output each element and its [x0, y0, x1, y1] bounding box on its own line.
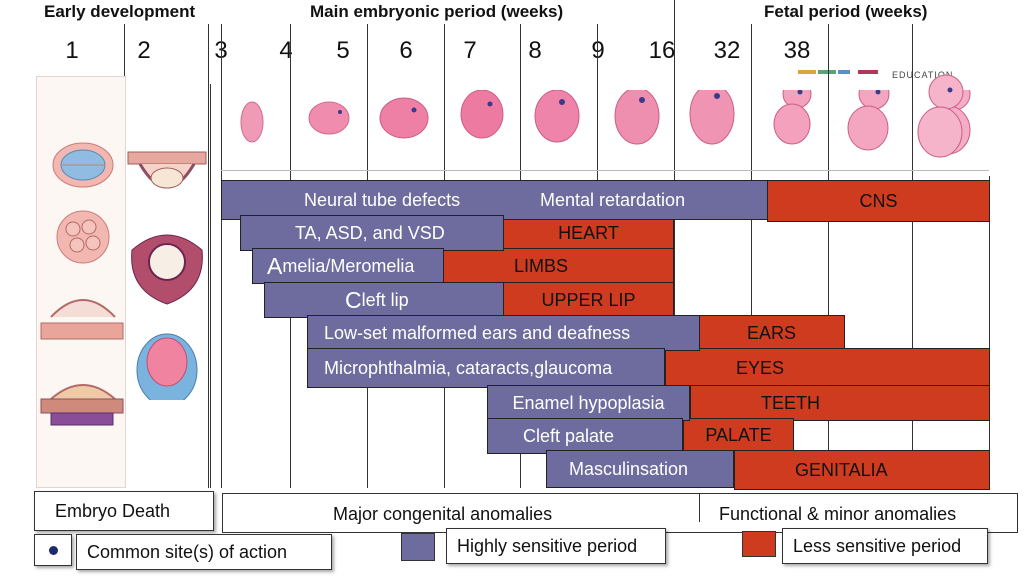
less-sensitive-bar-ears: EARS — [698, 315, 845, 351]
embryo-week-4 — [308, 101, 350, 135]
grid-line-week-32 — [828, 24, 829, 488]
legend-less-sensitive-swatch — [742, 531, 776, 557]
legend-highly-sensitive-swatch — [401, 533, 435, 561]
fetus-week-32 — [847, 90, 890, 151]
header-main-embryonic-period: Main embryonic period (weeks) — [310, 2, 564, 21]
highly-sensitive-bar-teeth: Enamel hypoplasia — [487, 385, 690, 421]
week-label-9: 9 — [591, 37, 605, 64]
embryo-week-7 — [534, 90, 580, 143]
legend-highly-sensitive-label: Highly sensitive period — [446, 528, 666, 564]
grid-line-week-16 — [751, 24, 752, 488]
header-fetal-period: Fetal period (weeks) — [764, 2, 928, 21]
limbs-label-rest: melia/Meromelia — [282, 255, 415, 276]
grid-line-early-divider-2 — [210, 84, 211, 488]
week-label-4: 4 — [279, 37, 293, 64]
embryo-week-6 — [460, 90, 504, 139]
highly-sensitive-bar-ears: Low-set malformed ears and deafness — [307, 315, 700, 351]
early-column-2-panel — [126, 140, 208, 407]
highly-sensitive-bar-palate: Cleft palate — [487, 418, 683, 454]
grid-line-horizontal — [221, 170, 989, 171]
less-sensitive-bar-upper-lip: UPPER LIP — [503, 282, 674, 318]
outcome-divider — [699, 494, 700, 522]
embryo-week-9 — [689, 90, 735, 145]
highly-sensitive-bar-genitalia: Masculinsation — [546, 450, 734, 488]
less-sensitive-bar-limbs: LIMBS — [443, 248, 674, 284]
functional-anomalies-label: Functional & minor anomalies — [719, 504, 957, 524]
week-label-16: 16 — [648, 37, 676, 64]
highly-sensitive-bar-cns: Neural tube defects Mental retardation — [221, 180, 768, 220]
embryo-week-5 — [379, 97, 429, 139]
legend-common-site-label: Common site(s) of action — [76, 534, 332, 570]
cleft-lip-label-initial: C — [345, 286, 362, 313]
less-sensitive-bar-genitalia: GENITALIA — [734, 450, 990, 490]
week-label-8: 8 — [528, 37, 542, 64]
logo-text: EDUCATION — [892, 70, 954, 80]
logo-stripes — [798, 70, 878, 76]
grid-line-early-divider — [208, 24, 209, 488]
embryo-week-3 — [240, 101, 264, 143]
fetus-term-illustration — [917, 74, 964, 158]
common-site-dot-icon — [48, 545, 58, 555]
week-label-2: 2 — [137, 37, 151, 64]
embryo-death-box: Embryo Death — [34, 491, 214, 531]
less-sensitive-bar-teeth: TEETH — [690, 385, 990, 421]
week-label-1: 1 — [65, 37, 79, 64]
major-anomalies-label: Major congenital anomalies — [333, 504, 553, 524]
header-early-development: Early development — [44, 2, 196, 21]
highly-sensitive-bar-heart: TA, ASD, and VSD — [240, 215, 504, 251]
week-label-38: 38 — [783, 37, 811, 64]
embryo-week-8 — [614, 90, 660, 145]
week-label-6: 6 — [399, 37, 413, 64]
grid-line-right-edge — [989, 176, 990, 488]
early-stage-implantation-illustration — [127, 151, 207, 407]
less-sensitive-bar-eyes: EYES — [665, 348, 990, 388]
week-label-32: 32 — [713, 37, 741, 64]
legend-common-site-swatch — [34, 534, 72, 566]
legend-less-sensitive-label: Less sensitive period — [782, 528, 988, 564]
limbs-label-initial: A — [267, 252, 283, 279]
early-stage-cells-illustration — [40, 142, 124, 426]
cleft-lip-label-rest: left lip — [361, 289, 409, 310]
highly-sensitive-bar-eyes: Microphthalmia, cataracts,glaucoma — [307, 348, 665, 388]
less-sensitive-bar-heart: HEART — [503, 215, 674, 251]
grid-line-week-3 — [221, 24, 222, 488]
grid-line-week-9 — [674, 0, 675, 488]
week-label-5: 5 — [336, 37, 350, 64]
less-sensitive-bar-palate: PALATE — [683, 418, 794, 452]
grid-line-week-38 — [912, 24, 913, 488]
mental-retardation-label: Mental retardation — [540, 189, 686, 210]
fetus-week-16 — [773, 90, 812, 145]
anomalies-outcome-box: Major congenital anomalies Functional & … — [222, 493, 1018, 533]
week-label-7: 7 — [463, 37, 477, 64]
less-sensitive-bar-cns: CNS — [767, 180, 990, 222]
early-column-1-panel — [36, 76, 126, 488]
neural-tube-defects-label: Neural tube defects — [304, 189, 461, 210]
